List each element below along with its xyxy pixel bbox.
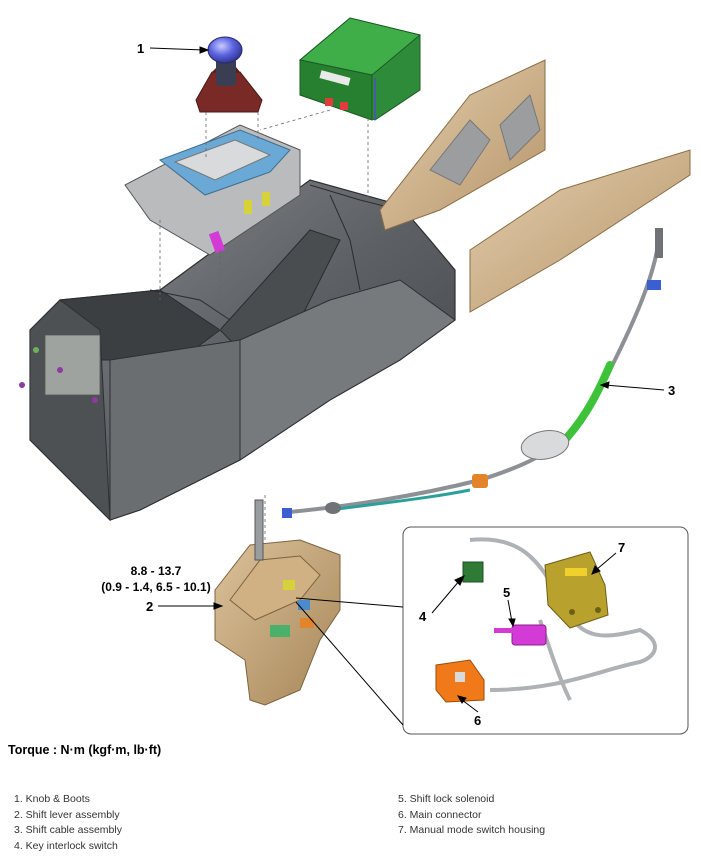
callout-6: 6: [474, 713, 482, 728]
control-module: [298, 17, 422, 121]
torque-value-alt: (0.9 - 1.4, 6.5 - 10.1): [101, 580, 211, 594]
side-trim-panels: [379, 59, 691, 313]
detail-inset: [402, 526, 689, 735]
manual-mode-switch-housing: [544, 551, 609, 629]
shift-lever-assembly: [214, 499, 341, 706]
shift-cable-assembly: [282, 228, 663, 518]
parts-legend-left: 1. Knob & Boots 2. Shift lever assembly …: [14, 792, 122, 854]
parts-legend-right: 5. Shift lock solenoid 6. Main connector…: [398, 792, 545, 839]
legend-item: 7. Manual mode switch housing: [398, 824, 546, 836]
center-console: [19, 179, 456, 522]
callout-5: 5: [503, 585, 511, 600]
legend-item: 5. Shift lock solenoid: [398, 793, 495, 805]
leader-lines: [149, 46, 665, 726]
legend-item: 3. Shift cable assembly: [14, 824, 122, 836]
torque-value-label: 8.8 - 13.7 (0.9 - 1.4, 6.5 - 10.1): [76, 563, 236, 595]
key-interlock-switch: [462, 561, 484, 583]
callout-2: 2: [146, 599, 154, 614]
torque-unit-heading: Torque : N·m (kgf·m, lb·ft): [8, 743, 162, 757]
torque-value-nm: 8.8 - 13.7: [130, 564, 182, 578]
legend-item: 1. Knob & Boots: [14, 793, 90, 805]
main-connector: [435, 659, 485, 703]
alignment-lines: [159, 109, 369, 540]
callout-4: 4: [419, 609, 427, 624]
legend-item: 6. Main connector: [398, 808, 482, 821]
exploded-parts-diagram: [19, 17, 691, 735]
legend-item: 4. Key interlock switch: [14, 839, 118, 852]
knob-and-boots: [195, 36, 263, 113]
callout-7: 7: [618, 540, 626, 555]
callout-1: 1: [137, 41, 145, 56]
console-upper-cover: [124, 124, 301, 256]
shift-lock-solenoid: [494, 624, 547, 646]
legend-item: 2. Shift lever assembly: [14, 808, 120, 821]
callout-3: 3: [668, 383, 676, 398]
